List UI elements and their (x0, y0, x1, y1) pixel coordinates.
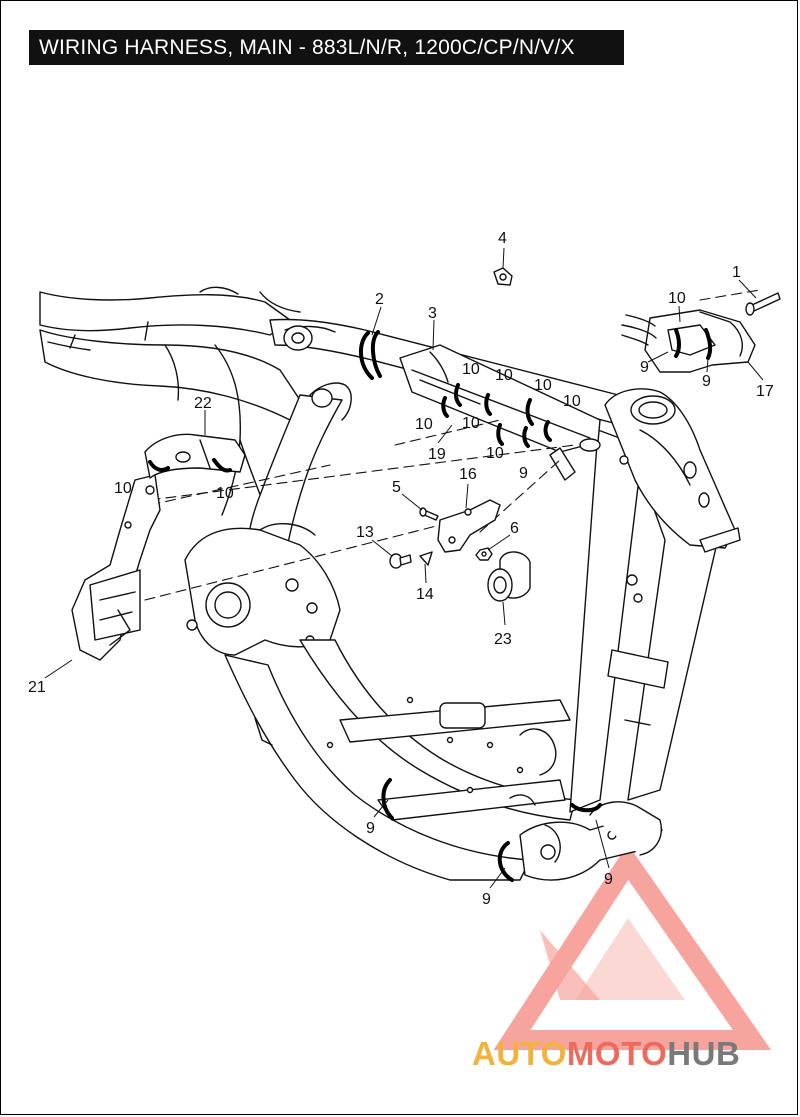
steering-head-casting (604, 388, 741, 553)
right-side-module (621, 309, 756, 373)
screw-part-5 (419, 507, 439, 521)
callout-10e: 10 (563, 393, 581, 410)
bushing-part-23 (487, 551, 531, 602)
bracket-part-16 (437, 499, 501, 553)
callout-14: 14 (416, 586, 434, 603)
watermark-moto: MOTO (566, 1035, 668, 1072)
callout-10h: 10 (486, 445, 504, 462)
callout-6: 6 (510, 520, 519, 537)
cable-strap-bands (148, 328, 713, 882)
callout-9f: 9 (604, 871, 613, 888)
callout-9c: 9 (519, 465, 528, 482)
callout-10f: 10 (415, 416, 433, 433)
watermark-triangle-icon (493, 844, 772, 1050)
callout-19: 19 (428, 446, 446, 463)
callout-13: 13 (356, 524, 374, 541)
harness-routing-lines (144, 289, 761, 601)
callout-leader-lines (44, 247, 764, 889)
page-title: WIRING HARNESS, MAIN - 883L/N/R, 1200C/C… (29, 30, 624, 65)
callout-9e: 9 (482, 891, 491, 908)
callout-21: 21 (28, 679, 46, 696)
callout-10d: 10 (534, 377, 552, 394)
front-down-tubes (569, 429, 721, 856)
callout-10i: 10 (114, 480, 132, 497)
clip-part-4 (493, 267, 513, 286)
fastener-part-14 (419, 551, 433, 566)
callout-3: 3 (428, 305, 437, 322)
seat-post-tube (247, 382, 352, 561)
bracket-part-21 (71, 474, 161, 661)
callout-10j: 10 (216, 485, 234, 502)
bolt-part-1 (745, 292, 781, 316)
callout-9d: 9 (366, 820, 375, 837)
callout-16: 16 (459, 466, 477, 483)
watermark-auto: AUTO (472, 1035, 567, 1072)
callout-9b: 9 (702, 373, 711, 390)
callout-10a: 10 (668, 290, 686, 307)
callout-17: 17 (756, 383, 774, 400)
watermark-hub: HUB (667, 1035, 741, 1072)
callout-4: 4 (498, 230, 507, 247)
callout-23: 23 (494, 631, 512, 648)
callout-9a: 9 (640, 359, 649, 376)
harness-channel-part-3 (399, 344, 601, 481)
callout-10g: 10 (462, 415, 480, 432)
callout-10b: 10 (462, 361, 480, 378)
callout-22: 22 (194, 395, 212, 412)
fastener-part-13 (389, 553, 412, 569)
rear-frame-section (39, 286, 301, 526)
callout-1: 1 (732, 264, 741, 281)
watermark-text: AUTOMOTOHUB (472, 1034, 797, 1074)
callout-5: 5 (392, 479, 401, 496)
callout-labels: 1 2 3 4 10 9 9 17 10 10 10 10 10 10 19 1… (28, 230, 774, 908)
callout-10c: 10 (495, 367, 513, 384)
engine-mount-casting (184, 523, 341, 656)
nut-part-6 (475, 547, 493, 561)
callout-2: 2 (375, 291, 384, 308)
